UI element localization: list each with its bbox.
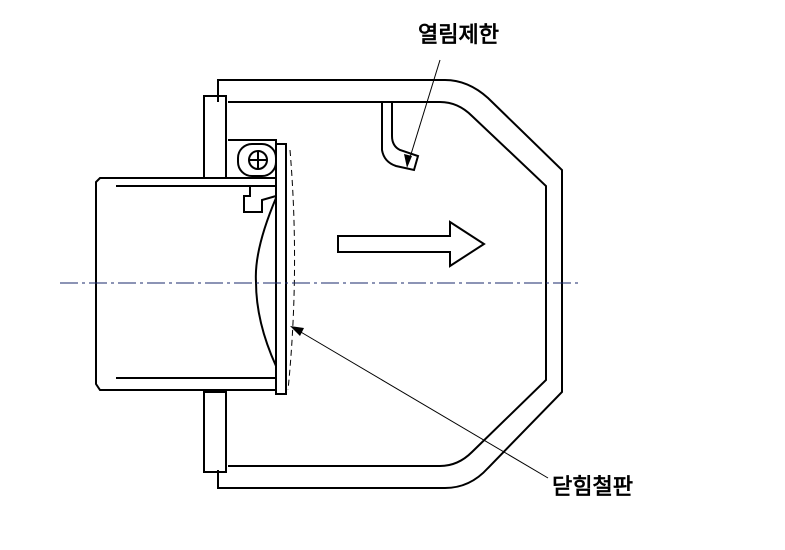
valve-seat-curve [254,197,277,367]
inlet-pipe [95,177,276,391]
leader-line-closing-plate [293,327,549,479]
housing-outer-outline [217,79,563,489]
label-opening-limit: 열림제한 [418,23,499,48]
flow-direction-arrow-icon [337,220,486,268]
top-flange [203,95,227,179]
label-closing-plate: 닫힘철판 [552,475,633,500]
closing-plate [275,143,287,395]
pivot-hinge-icon [237,143,277,177]
leader-arrowhead-closing-plate [290,326,304,336]
leader-line-opening-limit [407,59,441,165]
leader-arrowhead-opening-limit [404,154,412,168]
closing-plate-dashed-position [287,149,296,391]
bottom-flange [203,391,227,473]
opening-limit-stopper [381,102,420,172]
